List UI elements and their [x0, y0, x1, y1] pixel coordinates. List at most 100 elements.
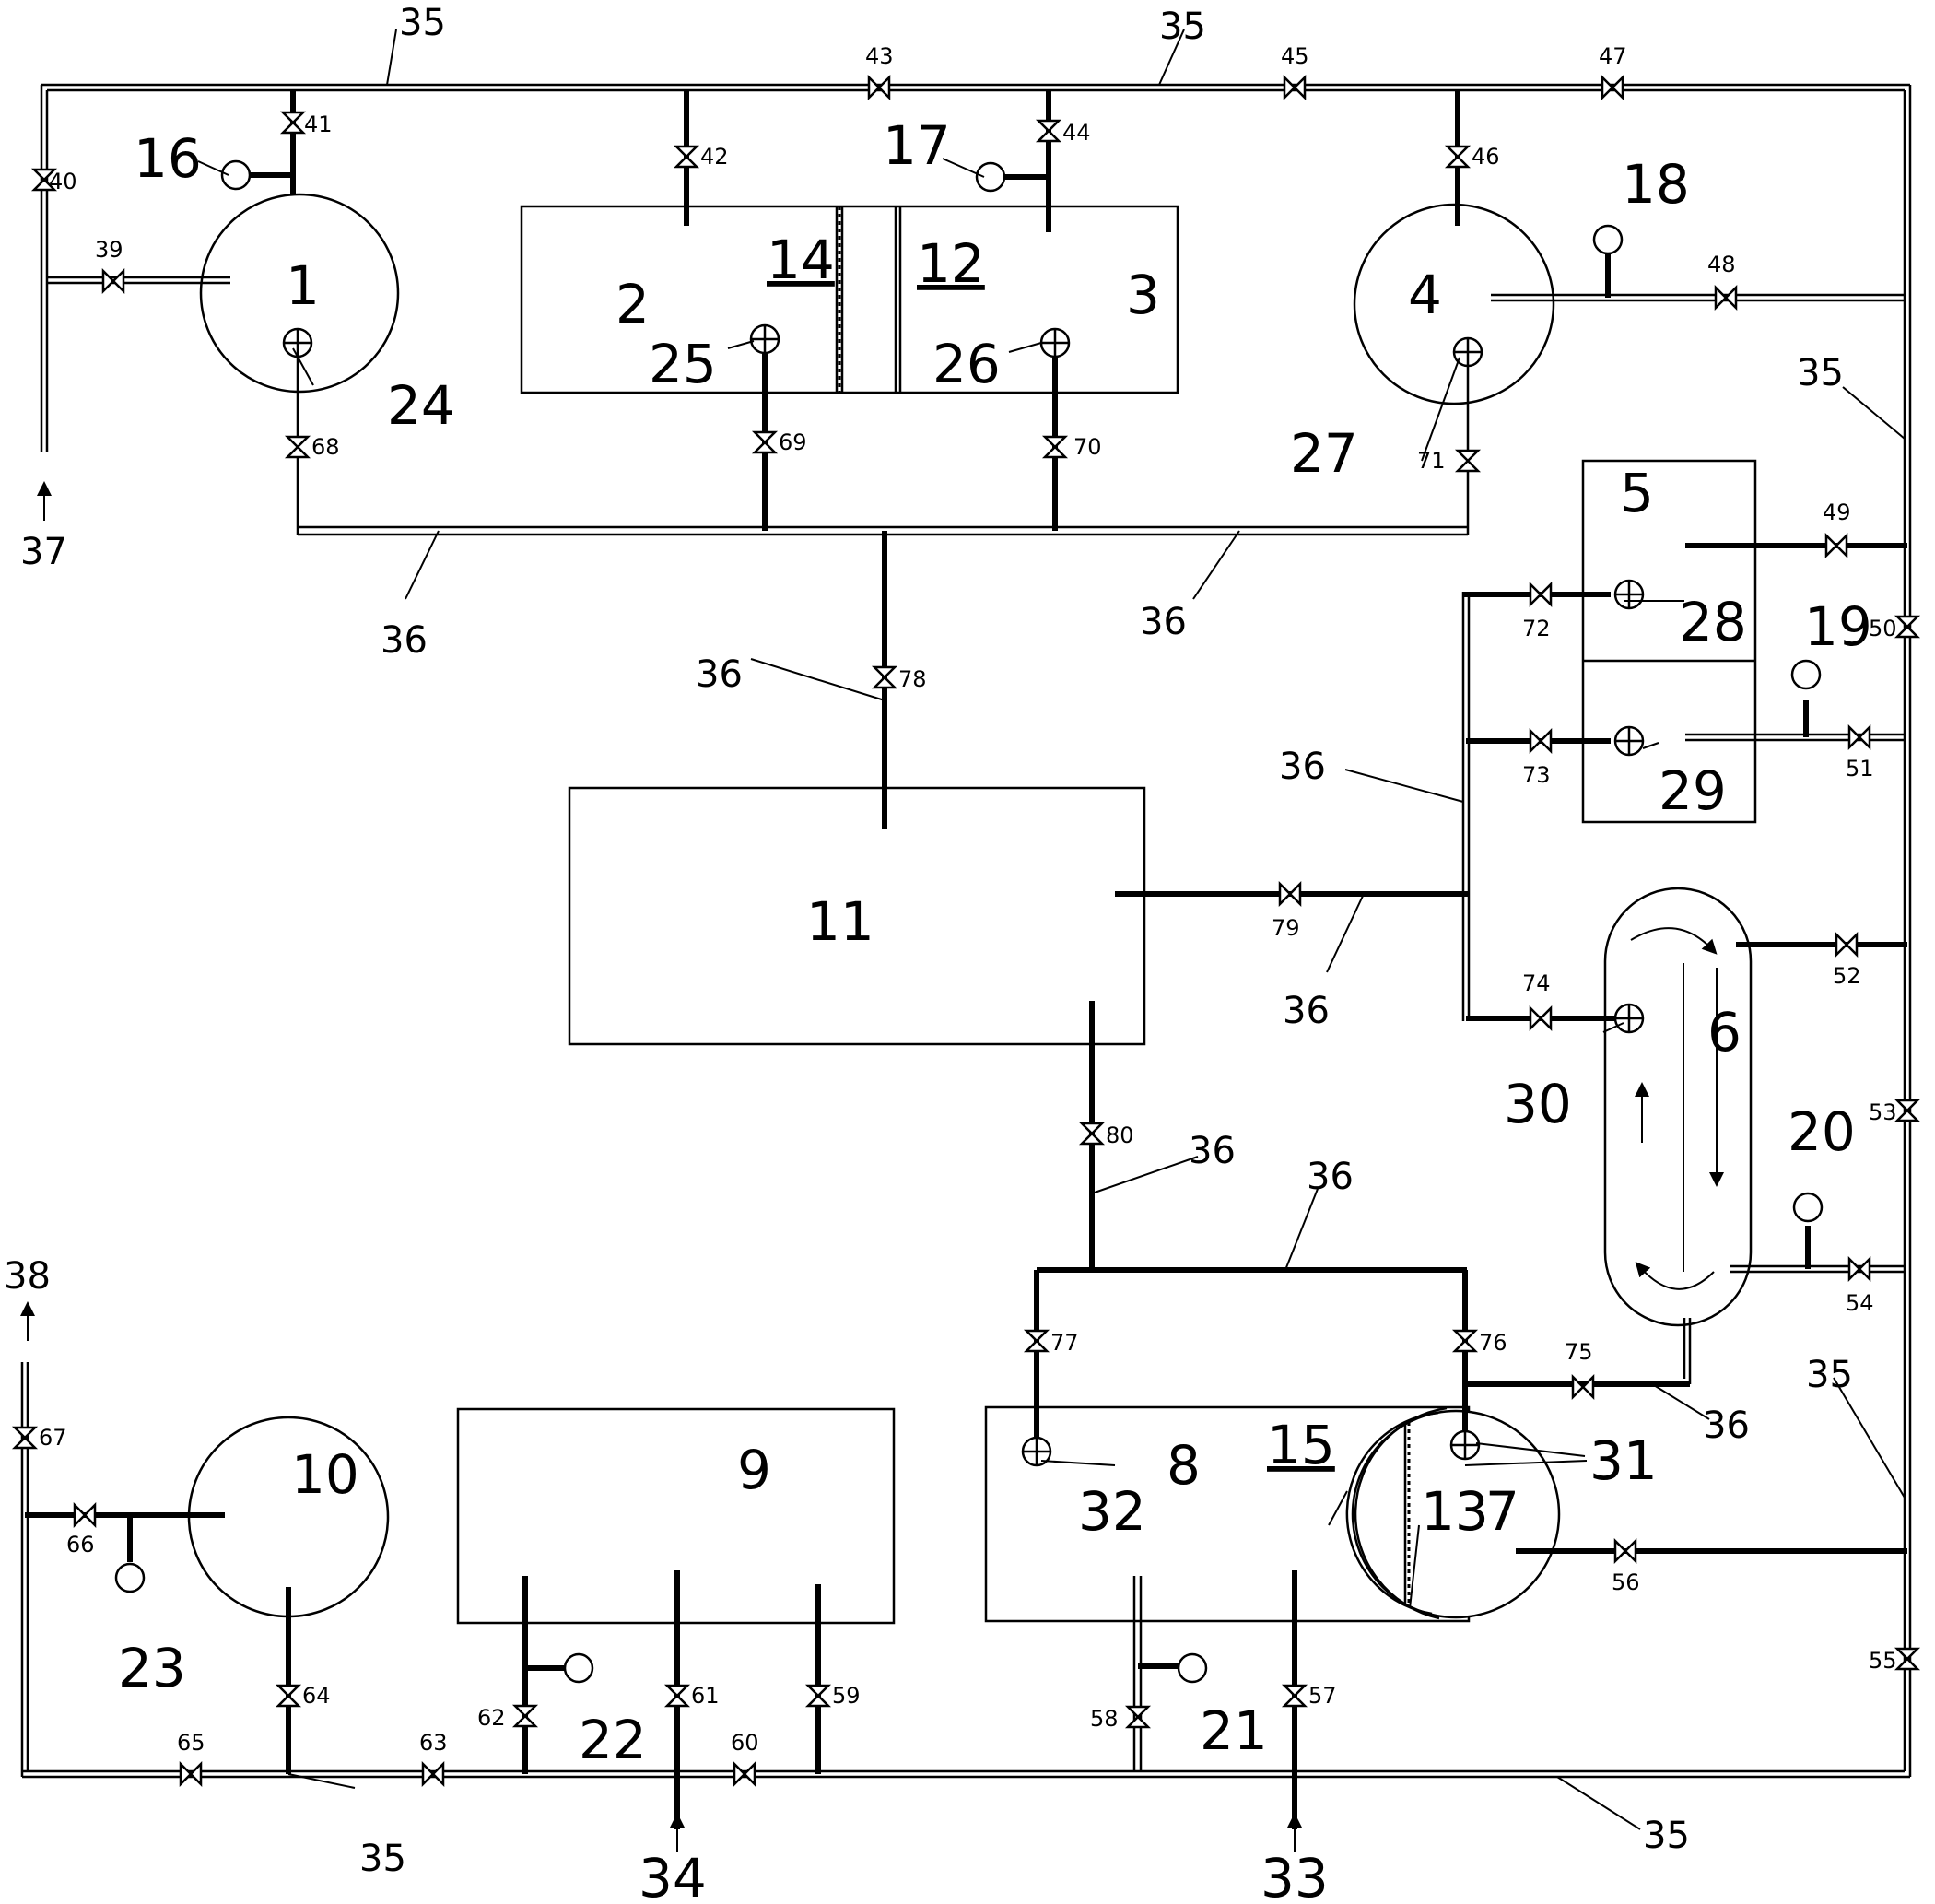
instrument-26 [1039, 327, 1071, 358]
label-instrument-26: 26 [932, 333, 1001, 395]
valve-50[interactable] [1894, 615, 1921, 639]
label-pipe-35-d: 35 [1806, 1354, 1853, 1396]
label-valve-62: 62 [477, 1705, 506, 1731]
label-pipe-36-a: 36 [381, 619, 428, 662]
label-valve-45: 45 [1281, 43, 1309, 69]
label-pipe-36-c: 36 [696, 653, 743, 696]
valve-60[interactable] [733, 1760, 756, 1788]
valve-64[interactable] [275, 1684, 302, 1708]
label-instrument-16: 16 [134, 127, 202, 190]
membrane-15-13 [1345, 1406, 1448, 1620]
label-instrument-20: 20 [1788, 1100, 1856, 1163]
label-membrane-15: 15 [1267, 1414, 1335, 1476]
label-instrument-24: 24 [387, 374, 455, 437]
label-pipe-35-e: 35 [359, 1838, 406, 1880]
label-valve-60: 60 [731, 1730, 759, 1756]
label-valve-55: 55 [1869, 1648, 1897, 1674]
valve-71[interactable] [1454, 449, 1482, 473]
label-valve-64: 64 [302, 1683, 331, 1709]
valve-63[interactable] [421, 1760, 445, 1788]
leader-lines [197, 29, 1906, 1830]
label-valve-41: 41 [304, 112, 333, 137]
valve-40[interactable] [30, 168, 58, 192]
label-pipe-34: 34 [639, 1847, 707, 1904]
valve-45[interactable] [1283, 74, 1307, 101]
valve-73[interactable] [1529, 727, 1553, 755]
valve-69[interactable] [751, 430, 779, 454]
column-6 [1603, 887, 1753, 1327]
label-valve-73: 73 [1522, 762, 1551, 788]
valve-65[interactable] [179, 1760, 203, 1788]
instruments [114, 159, 1824, 1684]
valve-48[interactable] [1714, 284, 1738, 311]
valve-66[interactable] [73, 1501, 97, 1529]
label-valve-52: 52 [1833, 963, 1861, 989]
valve-59[interactable] [804, 1684, 832, 1708]
instrument-29 [1613, 725, 1645, 757]
valve-58[interactable] [1124, 1705, 1152, 1729]
valve-79[interactable] [1278, 880, 1302, 908]
label-valve-69: 69 [779, 429, 807, 455]
tank-5 [1581, 459, 1757, 824]
valve-70[interactable] [1041, 435, 1069, 459]
valve-76[interactable] [1451, 1329, 1479, 1353]
label-equipment-5: 5 [1620, 462, 1654, 524]
label-pipe-36-h: 36 [1703, 1404, 1750, 1447]
label-instrument-23: 23 [118, 1637, 186, 1699]
valve-54[interactable] [1847, 1255, 1871, 1283]
valve-80[interactable] [1078, 1122, 1106, 1146]
instrument-16 [220, 159, 252, 191]
label-valve-61: 61 [691, 1683, 720, 1709]
label-equipment-2: 2 [616, 273, 650, 335]
valve-51[interactable] [1847, 723, 1871, 751]
valve-42[interactable] [673, 145, 700, 169]
label-valve-65: 65 [177, 1730, 205, 1756]
valve-47[interactable] [1601, 74, 1624, 101]
label-valve-71: 71 [1417, 448, 1446, 474]
valve-74[interactable] [1529, 1005, 1553, 1032]
label-equipment-1: 1 [286, 254, 320, 317]
label-pipe-36-e: 36 [1283, 990, 1330, 1032]
valve-44[interactable] [1035, 119, 1062, 143]
valve-75[interactable] [1571, 1373, 1595, 1401]
valve-55[interactable] [1894, 1647, 1921, 1671]
label-valve-48: 48 [1707, 252, 1736, 277]
valve-77[interactable] [1023, 1329, 1050, 1353]
partition-12 [894, 206, 902, 393]
valve-52[interactable] [1835, 931, 1859, 958]
valve-72[interactable] [1529, 581, 1553, 608]
valve-53[interactable] [1894, 1099, 1921, 1122]
valve-78[interactable] [871, 665, 898, 689]
instrument-27 [1452, 336, 1484, 368]
valve-56[interactable] [1613, 1537, 1637, 1565]
instrument-17 [975, 161, 1006, 193]
valve-49[interactable] [1824, 532, 1848, 559]
label-valve-39: 39 [95, 237, 123, 263]
label-pipe-35-c: 35 [1797, 352, 1844, 394]
valve-62[interactable] [511, 1704, 539, 1728]
label-valve-47: 47 [1599, 43, 1627, 69]
valve-57[interactable] [1281, 1684, 1308, 1708]
label-pipe-36-f: 36 [1189, 1130, 1236, 1172]
valve-61[interactable] [663, 1684, 691, 1708]
valve-68[interactable] [284, 435, 311, 459]
valve-39[interactable] [101, 267, 125, 295]
valve-43[interactable] [867, 74, 891, 101]
label-valve-80: 80 [1106, 1122, 1134, 1148]
label-equipment-11: 11 [806, 890, 874, 953]
valve-67[interactable] [11, 1426, 39, 1450]
valve-41[interactable] [279, 111, 307, 135]
label-valve-75: 75 [1565, 1339, 1593, 1365]
valve-46[interactable] [1444, 145, 1472, 169]
label-instrument-28: 28 [1679, 591, 1747, 653]
label-valve-72: 72 [1522, 616, 1551, 641]
label-equipment-10: 10 [291, 1443, 359, 1506]
label-valve-50: 50 [1869, 616, 1897, 641]
outer-pipe-35 [20, 83, 1912, 1779]
vessel-1 [199, 193, 400, 394]
label-valve-68: 68 [311, 434, 340, 460]
label-instrument-21: 21 [1200, 1699, 1268, 1762]
label-valve-42: 42 [700, 144, 729, 170]
label-valve-43: 43 [865, 43, 894, 69]
